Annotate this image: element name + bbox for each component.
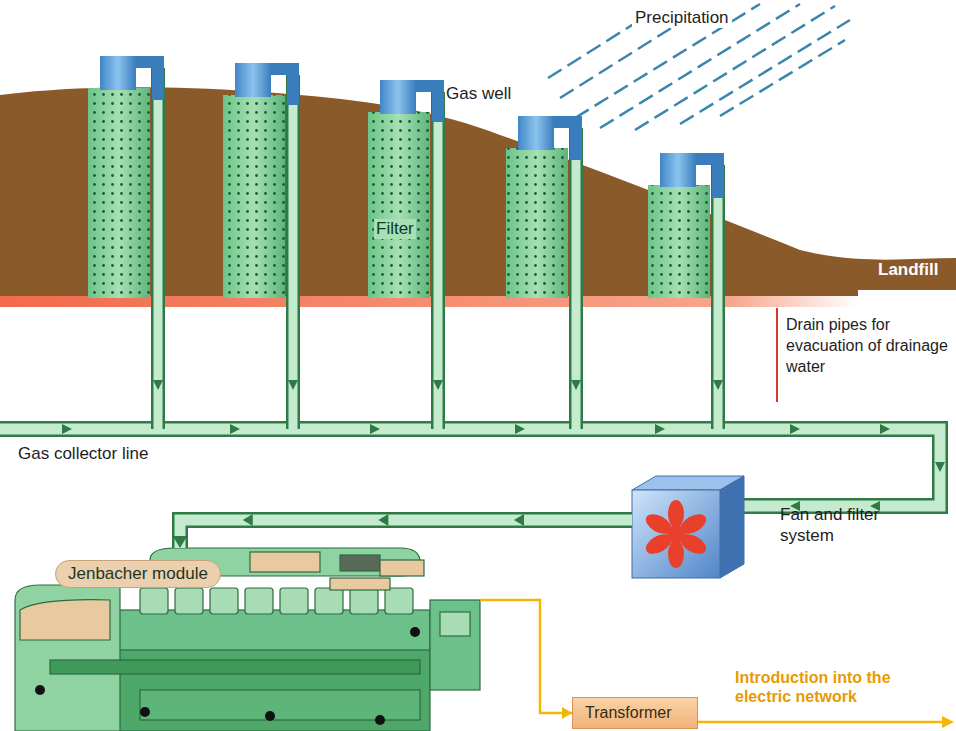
part-label: Gas well [446, 84, 511, 104]
transformer-box: Transformer [572, 697, 698, 729]
gas-collector-pipe [0, 424, 945, 511]
gas-engine [15, 548, 480, 731]
node-text: Jenbacher module [55, 560, 221, 588]
precipitation-dashes [548, 4, 850, 130]
pipe-label: Gas collector line [18, 444, 148, 464]
node-text: Fan and filter system [780, 504, 892, 546]
note-label: Drain pipes for evacuation of drainage w… [786, 314, 951, 377]
leader-line [776, 308, 778, 402]
power-line-connector [480, 600, 572, 719]
network-label: Introduction into the electric network [735, 668, 950, 706]
gas-wells [88, 56, 723, 429]
network-arrow [698, 716, 954, 728]
precipitation-label: Precipitation [632, 8, 732, 28]
node-text: Landfill [878, 260, 938, 280]
node-text: Transformer [585, 704, 672, 722]
part-label: Filter [374, 219, 416, 239]
fan-cube [632, 476, 744, 578]
gas-pipe-connector [173, 514, 632, 548]
